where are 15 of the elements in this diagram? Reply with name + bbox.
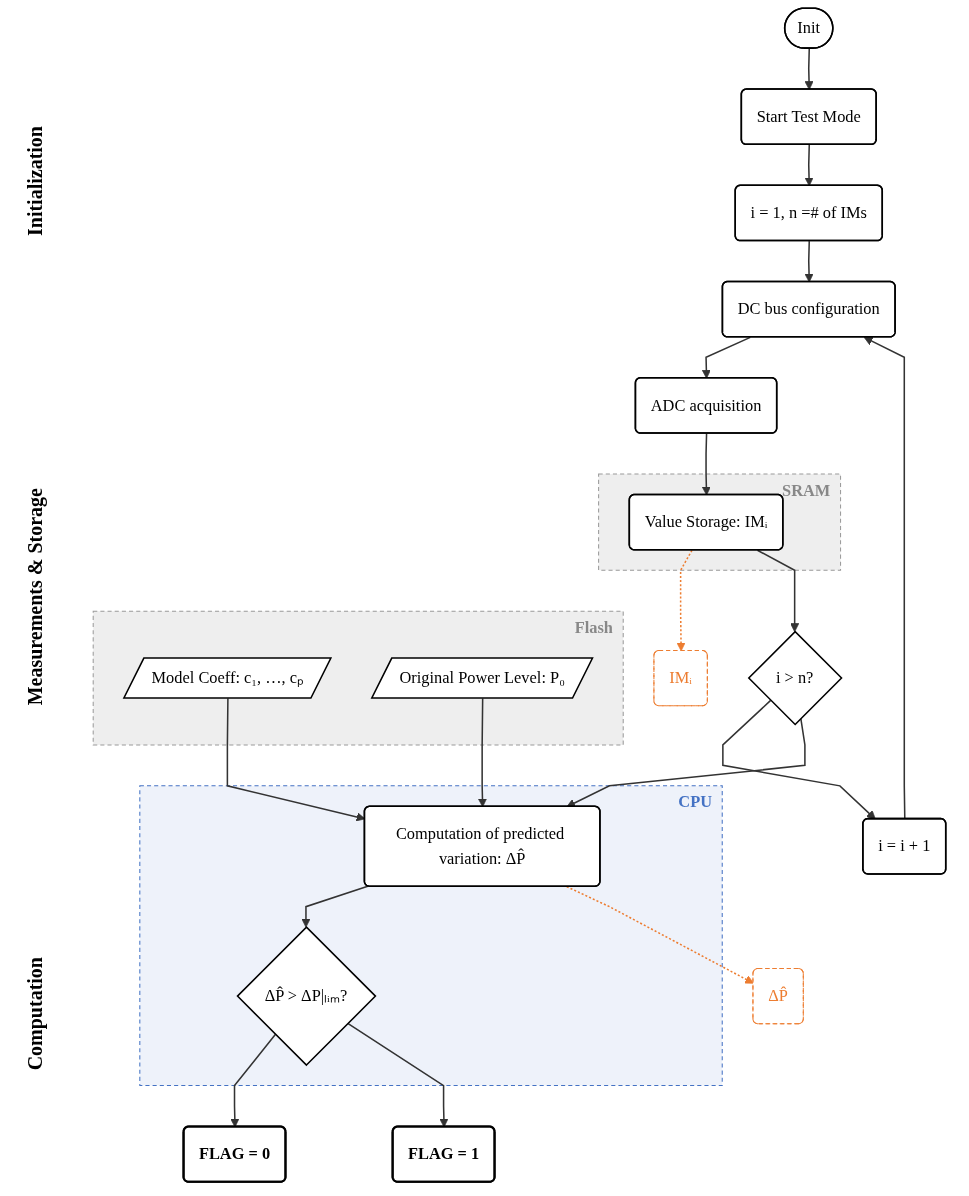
arrow bbox=[804, 240, 814, 283]
section-label: Computation bbox=[23, 956, 47, 1071]
section-label: Initialization bbox=[23, 125, 47, 236]
arrow bbox=[722, 699, 876, 820]
arrow bbox=[804, 47, 814, 90]
arrow bbox=[701, 336, 752, 379]
arrow bbox=[676, 549, 693, 652]
arrow bbox=[863, 336, 906, 820]
arrow bbox=[301, 885, 369, 928]
arrow bbox=[804, 144, 814, 187]
node-diamond: i > n? bbox=[747, 630, 843, 726]
node-diamond: ΔP̂ > ΔP|ₗᵢₘ? bbox=[236, 926, 377, 1067]
arrow bbox=[756, 549, 800, 633]
section-label: Measurements & Storage bbox=[23, 487, 47, 705]
arrow bbox=[701, 432, 711, 496]
